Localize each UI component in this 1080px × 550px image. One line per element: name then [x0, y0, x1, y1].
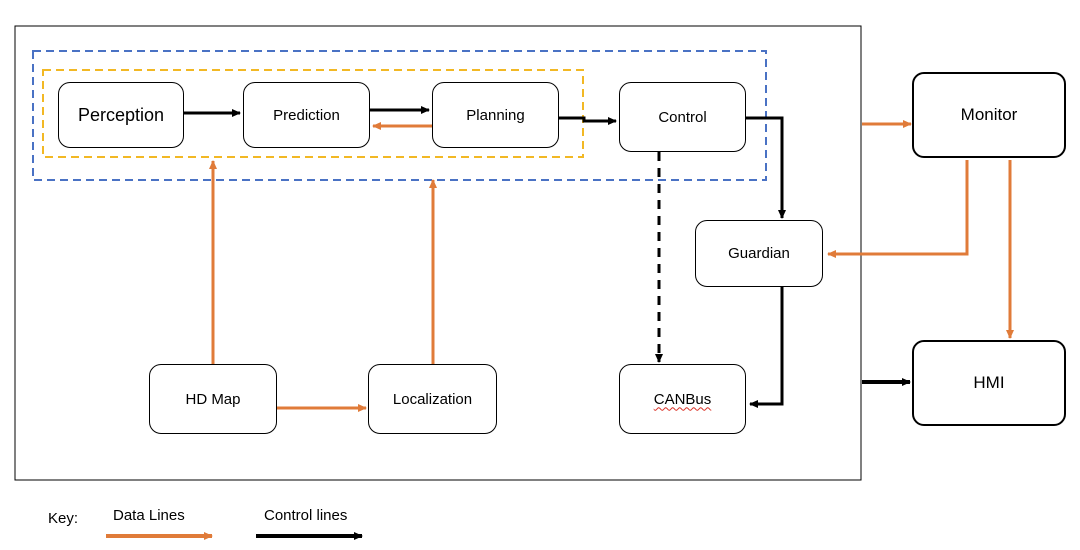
planning-node: Planning [432, 82, 559, 148]
planning-to-control-arrow [559, 116, 617, 125]
monitor-label: Monitor [960, 105, 1018, 124]
monitor-node: Monitor [912, 72, 1066, 158]
monitor-to-guardian-arrow [827, 160, 969, 258]
guardian-to-canbus-arrow [749, 286, 784, 408]
planning-label: Planning [466, 106, 525, 124]
perception-node: Perception [58, 82, 184, 148]
control-node: Control [619, 82, 746, 152]
control-to-guardian-arrow [745, 116, 786, 219]
localization-label: Localization [392, 390, 473, 408]
yellow-dashed-group [42, 69, 584, 158]
control-label: Control [658, 108, 707, 126]
hdmap-label: HD Map [185, 390, 241, 408]
key-data-lines-label: Data Lines [113, 507, 185, 524]
canbus-node: CANBus [619, 364, 746, 434]
guardian-node: Guardian [695, 220, 823, 287]
hmi-node: HMI [912, 340, 1066, 426]
blue-dashed-group [32, 50, 767, 181]
localization-node: Localization [368, 364, 497, 434]
guardian-label: Guardian [728, 245, 790, 262]
prediction-label: Prediction [273, 106, 340, 124]
perception-label: Perception [77, 104, 165, 125]
key-title: Key: [48, 510, 79, 527]
prediction-node: Prediction [243, 82, 370, 148]
hmi-label: HMI [973, 373, 1005, 392]
canbus-label: CANBus [653, 390, 712, 408]
key-control-lines-label: Control lines [264, 507, 348, 524]
hdmap-node: HD Map [149, 364, 277, 434]
